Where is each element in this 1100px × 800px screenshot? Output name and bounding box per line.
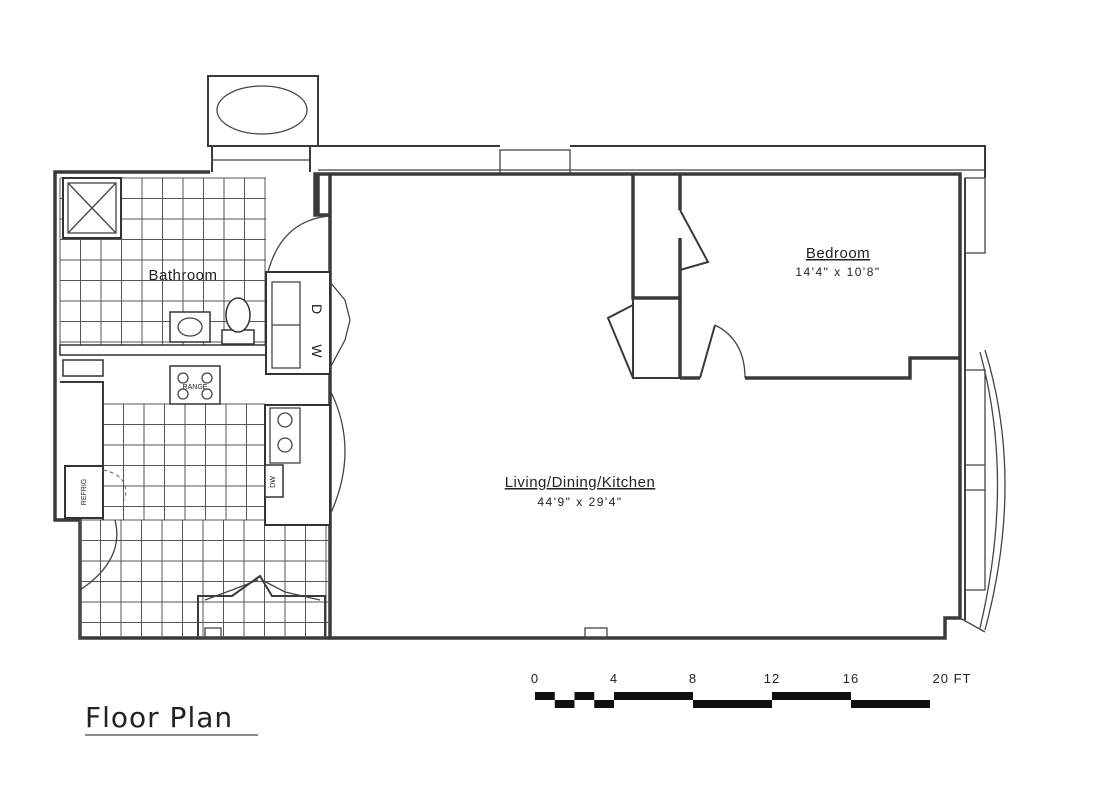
scale-block — [693, 700, 772, 708]
interior-walls — [59, 215, 608, 639]
scale-block — [535, 692, 555, 700]
bathroom-fixtures — [169, 297, 255, 345]
bedroom-dimensions: 14'4" x 10'8" — [795, 265, 880, 279]
scale-tick-label: 12 — [764, 671, 780, 686]
scale-tick-label: 16 — [843, 671, 859, 686]
shower — [62, 177, 122, 239]
dryer-label: D — [309, 304, 325, 314]
scale-block — [772, 692, 851, 700]
fridge-label: REFRIG — [81, 479, 88, 505]
scale-block — [594, 700, 614, 708]
scale-block — [614, 692, 693, 700]
scale-tick-label: 0 — [531, 671, 539, 686]
living-label: Living/Dining/Kitchen — [505, 474, 656, 491]
range-label: RANGE — [183, 384, 208, 391]
exterior-walls — [53, 145, 1006, 640]
living-dimensions: 44'9" x 29'4" — [537, 495, 622, 509]
bathroom-label: Bathroom — [148, 267, 217, 284]
scale-tick-label: 8 — [689, 671, 697, 686]
scale-block — [851, 700, 930, 708]
scale-block — [574, 692, 595, 700]
bedroom-walls — [606, 174, 960, 380]
dishwasher-label: DW — [270, 476, 277, 488]
washer-label: W — [309, 344, 325, 358]
scale-tick-label: 4 — [610, 671, 618, 686]
scale-block — [554, 700, 575, 708]
plan-title: Floor Plan — [85, 701, 233, 734]
scale-tick-label: 20 FT — [933, 671, 972, 686]
scale-bar: 0 4 8 12 16 20 FT — [531, 671, 972, 708]
bedroom-label: Bedroom — [806, 245, 870, 262]
bathtub — [207, 75, 319, 172]
